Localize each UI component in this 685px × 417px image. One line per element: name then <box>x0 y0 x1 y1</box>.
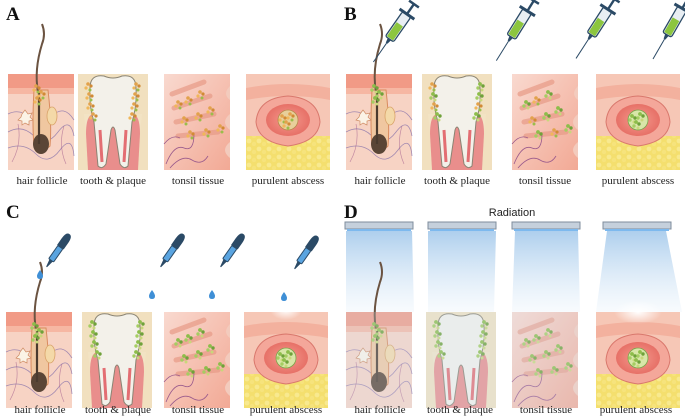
radiation-lamp-icon <box>427 221 497 232</box>
caption: tonsil tissue <box>172 175 224 187</box>
caption: tooth & plaque <box>427 404 493 416</box>
dropper-icon <box>290 233 322 272</box>
radiation-beam <box>596 231 682 312</box>
radiation-beam <box>428 231 496 312</box>
radiation-beam <box>512 231 580 312</box>
panel-d-hair-follicle <box>344 261 414 410</box>
dropper-icon <box>156 231 188 270</box>
radiation-lamp-icon <box>344 221 414 232</box>
panel-b-hair-follicle <box>344 23 414 172</box>
water-drop-icon <box>209 290 215 299</box>
caption: purulent abscess <box>600 404 672 416</box>
panel-d-abscess <box>595 300 681 409</box>
panel-b-tonsil <box>512 74 578 170</box>
caption: tonsil tissue <box>520 404 572 416</box>
panel-b-label: B <box>344 4 357 25</box>
radiation-lamp-icon <box>602 221 672 232</box>
syringe-icon <box>365 0 423 68</box>
caption: hair follicle <box>16 175 67 187</box>
dropper-icon <box>42 231 74 270</box>
panel-b-abscess <box>595 73 681 171</box>
panel-c-tooth <box>82 312 152 410</box>
panel-a-label: A <box>6 4 20 25</box>
panel-a-tonsil <box>164 74 230 170</box>
caption: purulent abscess <box>250 404 322 416</box>
dropper-icon <box>216 231 248 270</box>
panel-c-label: C <box>6 202 20 223</box>
caption: tonsil tissue <box>519 175 571 187</box>
radiation-title: Radiation <box>489 207 535 219</box>
panel-c: C hair foll <box>4 202 329 416</box>
panel-c-tonsil <box>164 312 230 408</box>
caption: purulent abscess <box>252 175 324 187</box>
caption: tooth & plaque <box>85 404 151 416</box>
panel-b: B hair follicle tooth & plaque <box>344 0 685 187</box>
panel-d-tonsil <box>512 312 578 408</box>
water-drop-icon <box>149 290 155 299</box>
panel-c-abscess <box>243 300 329 409</box>
caption: tooth & plaque <box>424 175 490 187</box>
panel-a-abscess <box>245 73 331 171</box>
panel-a-hair-follicle <box>6 23 76 172</box>
caption: tooth & plaque <box>80 175 146 187</box>
panel-a-tooth <box>78 74 148 172</box>
panel-d: D Radiation <box>344 202 682 416</box>
caption: hair follicle <box>14 404 65 416</box>
caption: hair follicle <box>354 175 405 187</box>
panel-b-tooth <box>422 74 492 172</box>
syringe-icon <box>488 0 543 67</box>
radiation-lamp-icon <box>511 221 581 232</box>
panel-d-tooth <box>426 312 496 410</box>
syringe-icon <box>644 0 685 65</box>
caption: purulent abscess <box>602 175 674 187</box>
panel-c-hair-follicle <box>4 261 74 410</box>
caption: tonsil tissue <box>172 404 224 416</box>
caption: hair follicle <box>354 404 405 416</box>
panel-d-label: D <box>344 202 358 223</box>
panel-a: A hair follicle tooth & plaque tonsil ti… <box>6 4 331 187</box>
syringe-icon <box>567 0 624 65</box>
radiation-beam <box>346 231 414 312</box>
water-drop-icon <box>281 292 287 301</box>
